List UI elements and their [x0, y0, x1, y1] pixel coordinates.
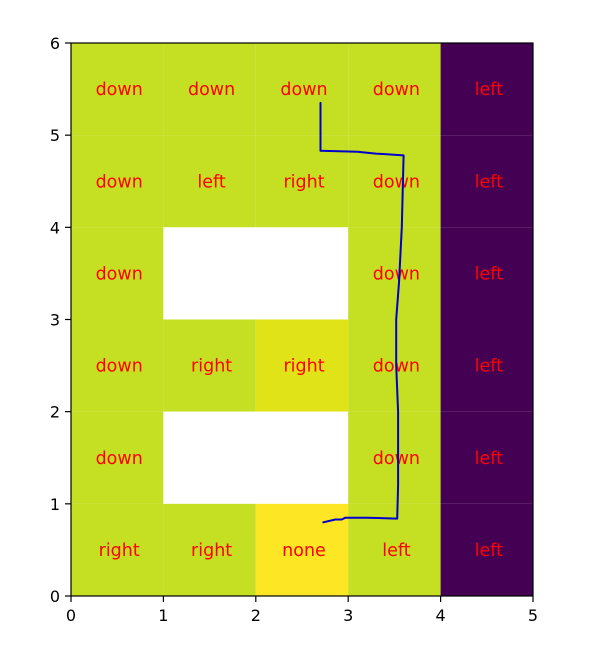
x-tick-label: 3	[343, 606, 353, 625]
heatmap-cell	[348, 411, 441, 504]
cell-label: down	[96, 80, 143, 100]
y-tick-label: 4	[50, 218, 60, 237]
heatmap-cell	[71, 43, 164, 136]
cell-label: down	[96, 172, 143, 192]
y-tick-label: 3	[50, 311, 60, 330]
cell-label: left	[475, 541, 503, 561]
cell-label: down	[188, 80, 235, 100]
heatmap-cell	[255, 43, 349, 136]
x-tick-label: 0	[66, 606, 76, 625]
x-tick-label: 2	[251, 606, 261, 625]
cell-label: down	[96, 449, 143, 469]
y-tick-label: 1	[50, 495, 60, 514]
y-tick-label: 0	[50, 587, 60, 606]
heatmap-cell	[440, 135, 533, 228]
heatmap-cell	[348, 227, 441, 320]
x-tick-label: 4	[436, 606, 446, 625]
heatmap-cell	[71, 227, 164, 320]
trajectory-path-layer	[319, 101, 405, 524]
cell-label: down	[96, 357, 143, 377]
trajectory-line	[319, 101, 405, 524]
heatmap-cell	[255, 227, 349, 320]
heatmap-cell	[163, 411, 256, 504]
heatmap-cell	[440, 411, 533, 504]
cell-label: left	[475, 449, 503, 469]
cell-label: down	[373, 172, 420, 192]
x-tick-label: 5	[528, 606, 538, 625]
cell-label: left	[475, 172, 503, 192]
cell-label: left	[475, 357, 503, 377]
cell-label: left	[475, 80, 503, 100]
cell-label: right	[191, 541, 232, 561]
heatmap-cell	[163, 319, 256, 412]
heatmap-cell	[348, 319, 441, 412]
heatmap-cell	[71, 503, 164, 596]
cell-label: none	[282, 541, 326, 561]
x-axis-ticks: 0 1 2 3 4 5	[66, 596, 538, 625]
cell-label: down	[96, 264, 143, 284]
y-tick-label: 5	[50, 126, 60, 145]
heatmap-cell	[71, 319, 164, 412]
cell-label: left	[382, 541, 410, 561]
heatmap-cell	[348, 43, 441, 136]
heatmap-cell	[440, 43, 533, 136]
heatmap-cells	[71, 43, 533, 596]
cell-label: down	[280, 80, 327, 100]
heatmap-cell	[348, 135, 441, 228]
heatmap-cell	[71, 135, 164, 228]
cell-label: right	[99, 541, 140, 561]
cell-label: left	[475, 264, 503, 284]
cell-label: right	[191, 357, 232, 377]
heatmap-cell	[440, 503, 533, 596]
heatmap-cell	[163, 43, 256, 136]
heatmap-cell	[255, 319, 349, 412]
y-axis-ticks: 0 1 2 3 4 5 6	[50, 34, 71, 606]
heatmap-cell	[163, 503, 256, 596]
cell-label: down	[373, 449, 420, 469]
cell-label: right	[283, 357, 324, 377]
cell-label: down	[373, 264, 420, 284]
y-tick-label: 2	[50, 403, 60, 422]
heatmap-cell	[255, 411, 349, 504]
heatmap-cell	[163, 227, 256, 320]
heatmap-cell	[163, 135, 256, 228]
cell-label: left	[197, 172, 225, 192]
y-tick-label: 6	[50, 34, 60, 53]
heatmap-cell	[440, 227, 533, 320]
x-tick-label: 1	[158, 606, 168, 625]
cell-label: right	[283, 172, 324, 192]
cell-label: down	[373, 80, 420, 100]
heatmap-cell	[440, 319, 533, 412]
cell-labels: down down down down left down left right down lef…	[96, 80, 504, 561]
heatmap-cell	[71, 411, 164, 504]
